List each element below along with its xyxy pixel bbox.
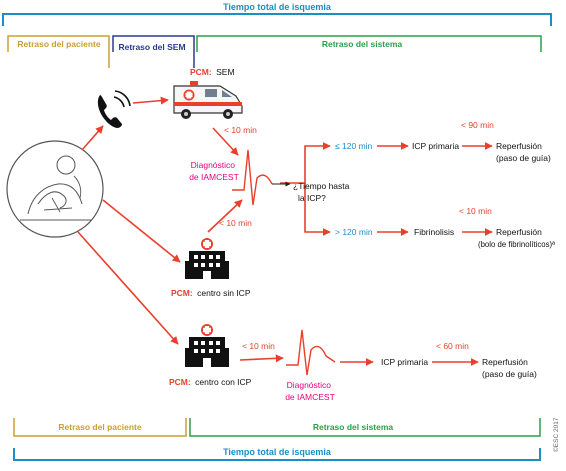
- bottom-reperfusion: Reperfusión (paso de guía): [482, 357, 537, 379]
- bottom-reperfusion-line1: Reperfusión: [482, 357, 528, 367]
- question-line1: ¿Tiempo hasta: [293, 181, 350, 191]
- footer-total-time: Tiempo total de isquemia: [223, 447, 332, 457]
- fmc-pci-prefix: PCM:: [169, 377, 191, 387]
- fmc-pci-label: PCM: centro con ICP: [169, 377, 252, 387]
- diagnosis-bottom: Diagnóstico de IAMCEST: [285, 380, 335, 402]
- slow-reperfusion-line1: Reperfusión: [496, 227, 542, 237]
- flow-arrows: [77, 96, 493, 366]
- header-total-time-bracket: [2, 13, 552, 26]
- bottom-delay: < 60 min: [436, 341, 469, 351]
- header-total-time: Tiempo total de isquemia: [223, 2, 332, 12]
- arrow-non-pci-to-ecg: [207, 199, 243, 233]
- hospital-non-pci-icon: [185, 238, 229, 279]
- header-ems-delay-bracket: [112, 35, 195, 68]
- non-pci-time: < 10 min: [219, 218, 252, 228]
- footer-system-delay: Retraso del sistema: [313, 422, 394, 432]
- question-line2: la ICP?: [298, 193, 326, 203]
- slow-reperfusion-line2: (bolo de fibrinolíticos)ª: [478, 240, 555, 249]
- arrow-pci-to-ecg: [239, 354, 284, 363]
- question-pci-time: ¿Tiempo hasta la ICP?: [293, 181, 352, 203]
- copyright: ©ESC 2017: [552, 417, 560, 452]
- fmc-non-pci-text: centro sin ICP: [197, 288, 251, 298]
- fmc-ems-label: PCM: SEM: [190, 67, 235, 77]
- arrow-question-to-slow: [304, 183, 331, 236]
- header-patient-delay: Retraso del paciente: [17, 39, 100, 49]
- fmc-pci-text: centro con ICP: [195, 377, 252, 387]
- footer-system-delay-bracket: [189, 418, 541, 437]
- arrow-patient-to-pci: [77, 231, 179, 345]
- arrow-patient-to-non-pci: [102, 199, 181, 263]
- fast-reperfusion-line1: Reperfusión: [496, 141, 542, 151]
- header-ems-delay: Retraso del SEM: [118, 42, 185, 52]
- fmc-ems-text: SEM: [216, 67, 234, 77]
- bottom-reperfusion-line2: (paso de guía): [482, 369, 537, 379]
- fast-action: ICP primaria: [412, 141, 459, 151]
- diagnosis-top-line1: Diagnóstico: [191, 160, 236, 170]
- arrow-phone-to-ambulance: [132, 96, 169, 105]
- arrow-patient-to-phone: [81, 125, 104, 151]
- arrow-question-to-fast: [280, 142, 331, 184]
- ems-time: < 10 min: [224, 125, 257, 135]
- footer-total-time-bracket: [13, 448, 541, 461]
- slow-time: > 120 min: [335, 227, 373, 237]
- fmc-non-pci-prefix: PCM:: [171, 288, 193, 298]
- fast-reperfusion: Reperfusión (paso de guía): [496, 141, 551, 163]
- fmc-ems-prefix: PCM:: [190, 67, 212, 77]
- slow-action: Fibrinolisis: [414, 227, 454, 237]
- arrow-ambulance-to-diagnosis: [212, 127, 239, 156]
- footer-patient-delay: Retraso del paciente: [58, 422, 141, 432]
- diagnosis-top-line2: de IAMCEST: [189, 172, 239, 182]
- fmc-non-pci-label: PCM: centro sin ICP: [171, 288, 251, 298]
- header-system-delay-bracket: [196, 35, 542, 52]
- diagnosis-top: Diagnóstico de IAMCEST: [189, 160, 239, 182]
- fast-time: ≤ 120 min: [335, 141, 373, 151]
- header-system-delay: Retraso del sistema: [322, 39, 403, 49]
- diagnosis-bottom-line1: Diagnóstico: [287, 380, 332, 390]
- slow-reperfusion: Reperfusión (bolo de fibrinolíticos)ª: [478, 227, 555, 249]
- header-patient-delay-bracket: [7, 35, 110, 68]
- ambulance-icon: [173, 81, 243, 119]
- hospital-pci-icon: [185, 324, 229, 367]
- footer-patient-delay-bracket: [13, 418, 187, 437]
- ecg-trace-bottom: [286, 329, 336, 376]
- pci-center-time: < 10 min: [242, 341, 275, 351]
- diagnosis-bottom-line2: de IAMCEST: [285, 392, 335, 402]
- fast-delay: < 90 min: [461, 120, 494, 130]
- ecg-trace-top: [232, 149, 273, 206]
- bottom-pci-action: ICP primaria: [381, 357, 428, 367]
- fast-reperfusion-line2: (paso de guía): [496, 153, 551, 163]
- slow-delay: < 10 min: [459, 206, 492, 216]
- phone-icon: [97, 90, 131, 128]
- patient-illustration: [6, 140, 104, 238]
